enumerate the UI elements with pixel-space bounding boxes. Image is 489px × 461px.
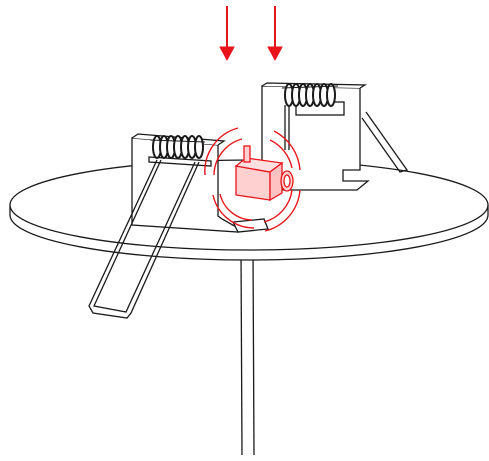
push-down-arrow-left — [219, 6, 235, 62]
back-spring-clip — [261, 82, 409, 191]
push-down-arrow-right — [267, 6, 283, 62]
front-coil-spring — [152, 135, 204, 159]
push-down-arrows — [219, 6, 283, 62]
connector-housing — [234, 145, 294, 202]
support-pole — [240, 249, 255, 456]
vibration-marks — [204, 127, 301, 232]
front-spring-wire-arm — [88, 159, 200, 319]
back-coil-spring — [284, 83, 336, 107]
